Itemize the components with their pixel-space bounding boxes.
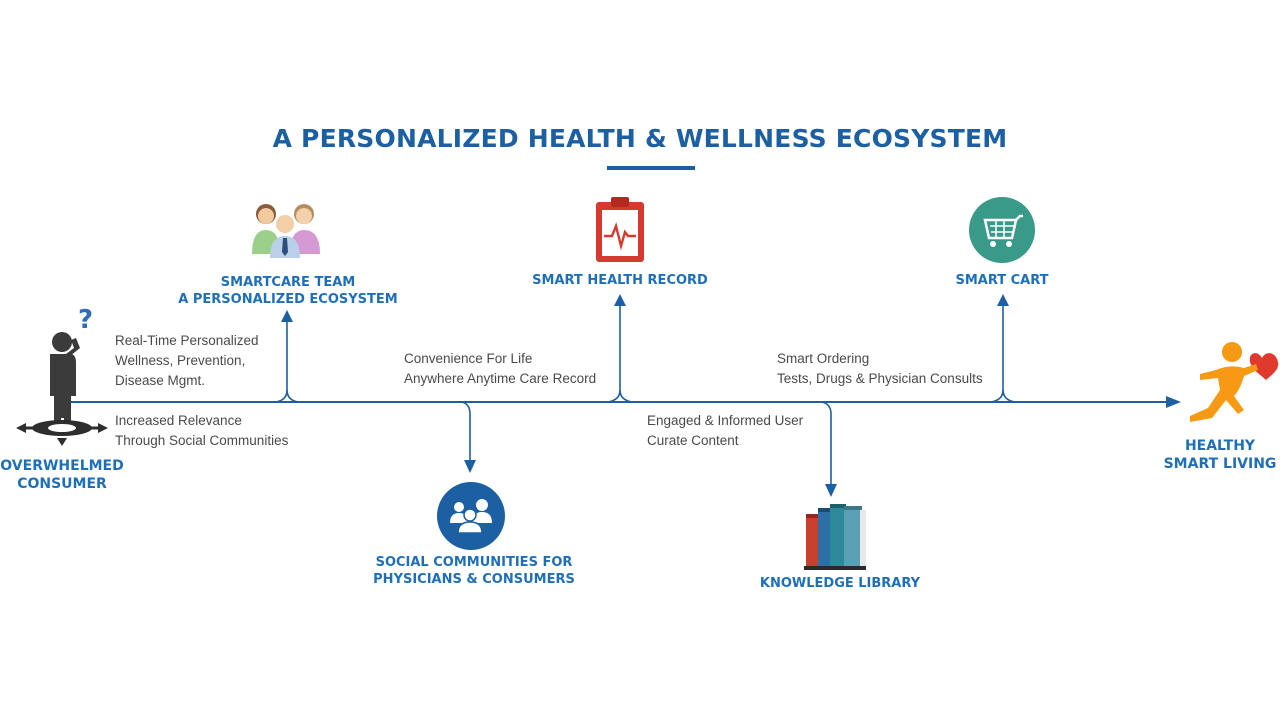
branch-library [821, 401, 832, 484]
smart-health-record-label: SMART HEALTH RECORD [532, 273, 708, 288]
community-icon [437, 482, 505, 550]
social-communities-label: SOCIAL COMMUNITIES FOR PHYSICIANS & CONS… [373, 555, 575, 587]
health-record-icon [596, 197, 644, 262]
description-engaged-user: Engaged & Informed User Curate Content [647, 413, 804, 448]
description-social-relevance: Increased Relevance Through Social Commu… [115, 413, 289, 448]
branch-social [461, 401, 471, 460]
description-smart-ordering: Smart Ordering Tests, Drugs & Physician … [777, 351, 983, 386]
smartcare-team-label: SMARTCARE TEAM A PERSONALIZED ECOSYSTEM [178, 275, 398, 307]
shopping-cart-icon [969, 197, 1035, 263]
description-personalized-wellness: Real-Time Personalized Wellness, Prevent… [115, 333, 259, 388]
team-icon [252, 204, 320, 258]
happy-person-heart-icon [1190, 342, 1279, 422]
svg-text:?: ? [78, 305, 93, 335]
smart-cart-label: SMART CART [955, 273, 1049, 288]
branch-smartcare [275, 322, 288, 403]
knowledge-library-label: KNOWLEDGE LIBRARY [759, 576, 921, 591]
diagram-title: A PERSONALIZED HEALTH & WELLNESS ECOSYST… [272, 124, 1008, 153]
main-arrowhead [1166, 396, 1181, 408]
description-convenience: Convenience For Life Anywhere Anytime Ca… [404, 351, 597, 386]
end-label: HEALTHY SMART LIVING [1163, 438, 1277, 472]
branch-smart-cart [990, 306, 1004, 403]
title-underline [607, 166, 695, 170]
books-icon [804, 504, 866, 570]
branch-health-record [607, 306, 621, 403]
start-label: OVERWHELMED CONSUMER [0, 458, 124, 492]
confused-person-icon: ? [16, 305, 108, 446]
